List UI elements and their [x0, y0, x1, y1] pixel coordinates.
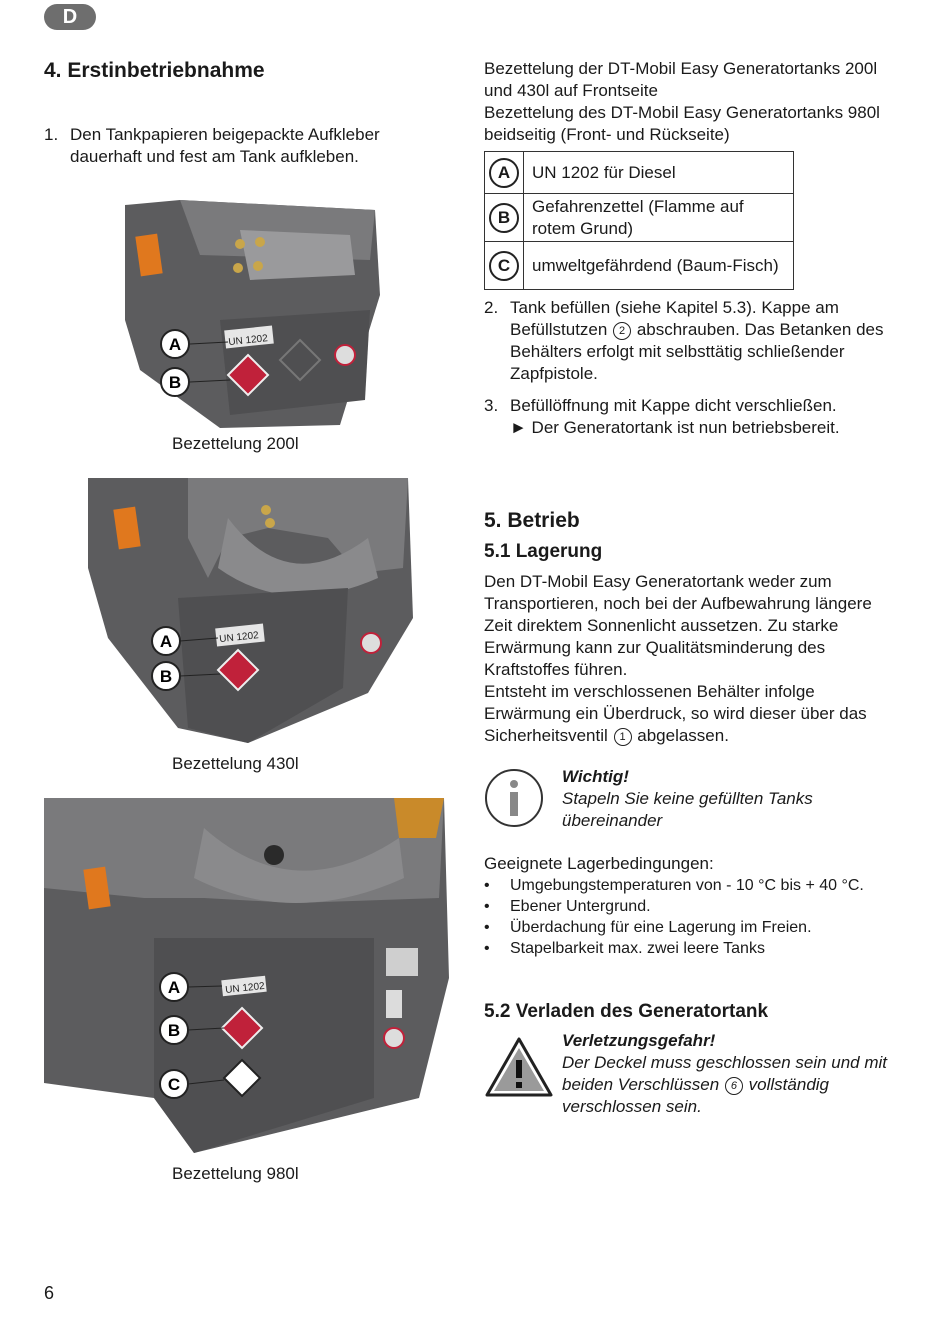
figure-3-marker-a: A — [168, 978, 180, 997]
figure-2-marker-b: B — [160, 667, 172, 686]
steps-2-3: 2. Tank befüllen (siehe Kapitel 5.3). Ka… — [484, 297, 899, 439]
figure-2-caption: Bezettelung 430l — [172, 754, 299, 773]
figure-2-marker-a: A — [160, 632, 172, 651]
ref-circled-1: 1 — [613, 728, 632, 746]
warning-icon — [485, 1037, 553, 1097]
figure-1-caption: Bezettelung 200l — [172, 434, 299, 453]
list-item: Überdachung für eine Lagerung im Freien. — [484, 917, 904, 938]
ref-circled-2: 2 — [613, 322, 632, 340]
step-2-text-b: abschrauben. Das Betanken des Behälters … — [510, 320, 884, 383]
step-3-text: Befüllöffnung mit Kappe dicht verschließ… — [510, 396, 837, 415]
storage-paragraphs: Den DT-Mobil Easy Generatortank weder zu… — [484, 571, 904, 747]
storage-paragraph-2-a: Entsteht im verschlossenen Behälter info… — [484, 682, 867, 745]
language-badge: D — [44, 4, 96, 30]
storage-conditions-list: Umgebungstemperaturen von - 10 °C bis + … — [484, 875, 904, 959]
warning-note-text-a: Der Deckel muss geschlossen sein und mit… — [562, 1053, 888, 1094]
page-number: 6 — [44, 1283, 55, 1303]
list-item: Ebener Untergrund. — [484, 896, 904, 917]
figure-3-marker-c: C — [168, 1075, 180, 1094]
figure-1-marker-b: B — [169, 373, 181, 392]
label-description: umweltgefährdend (Baum-Fisch) — [523, 241, 794, 290]
figure-1-marker-a: A — [169, 335, 181, 354]
tank-200l-figure: UN 1202 A B — [125, 200, 380, 428]
label-row: C umweltgefährdend (Baum-Fisch) — [484, 241, 794, 290]
step-1-text: Den Tankpapieren beigepackte Aufkleber d… — [70, 125, 380, 166]
info-note-title: Wichtig! — [562, 767, 629, 786]
warning-note-title: Verletzungsgefahr! — [562, 1031, 716, 1050]
label-letter: B — [489, 202, 519, 233]
label-row: B Gefahrenzettel (Flamme auf rotem Grund… — [484, 193, 794, 242]
step-3-number: 3. — [484, 396, 499, 415]
step-2-text-a: Tank befüllen (siehe Kapitel 5.3). Kappe… — [510, 298, 839, 339]
section-5-1-heading: 5.1 Lagerung — [484, 541, 603, 562]
info-note: Wichtig! Stapeln Sie keine gefüllten Tan… — [562, 766, 892, 832]
labeling-intro-line-2: Bezettelung des DT-Mobil Easy Generatort… — [484, 103, 880, 144]
figure-3-caption: Bezettelung 980l — [172, 1164, 299, 1183]
step-1: 1. Den Tankpapieren beigepackte Aufkleber… — [44, 124, 444, 168]
tank-430l-figure: UN 1202 A B — [88, 478, 413, 743]
warning-note-text: Der Deckel muss geschlossen sein und mit… — [562, 1052, 892, 1118]
figure-2-plate: UN 1202 — [219, 630, 260, 645]
labeling-intro-line-1: Bezettelung der DT-Mobil Easy Generatort… — [484, 59, 878, 100]
step-3: 3. Befüllöffnung mit Kappe dicht verschl… — [484, 395, 899, 439]
storage-paragraph-2-b: abgelassen. — [637, 726, 729, 745]
tank-980l-figure: UN 1202 A B C — [44, 798, 449, 1153]
label-description: Gefahrenzettel (Flamme auf rotem Grund) — [523, 193, 794, 242]
step-3-result: ► Der Generatortank ist nun betriebsbere… — [510, 418, 840, 437]
section-5-heading: 5. Betrieb — [484, 509, 580, 532]
labeling-intro: Bezettelung der DT-Mobil Easy Generatort… — [484, 58, 904, 146]
warning-note: Verletzungsgefahr! Der Deckel muss gesch… — [562, 1030, 892, 1118]
section-4-heading: 4. Erstinbetriebnahme — [44, 59, 265, 82]
label-description: UN 1202 für Diesel — [523, 151, 794, 194]
label-row: A UN 1202 für Diesel — [484, 151, 794, 194]
storage-conditions: Geeignete Lagerbedingungen: Umgebungstem… — [484, 853, 904, 959]
step-1-number: 1. — [44, 125, 59, 144]
list-item: Stapelbarkeit max. zwei leere Tanks — [484, 938, 904, 959]
figure-1-plate: UN 1202 — [228, 333, 269, 348]
list-item: Umgebungstemperaturen von - 10 °C bis + … — [484, 875, 904, 896]
storage-paragraph-2: Entsteht im verschlossenen Behälter info… — [484, 681, 904, 747]
storage-conditions-intro: Geeignete Lagerbedingungen: — [484, 854, 714, 873]
storage-paragraph-1: Den DT-Mobil Easy Generatortank weder zu… — [484, 572, 872, 679]
step-2: 2. Tank befüllen (siehe Kapitel 5.3). Ka… — [484, 297, 899, 385]
info-icon — [485, 769, 543, 827]
label-table: A UN 1202 für Diesel B Gefahrenzettel (F… — [484, 151, 794, 290]
label-letter: A — [489, 157, 519, 188]
section-5-2-heading: 5.2 Verladen des Generatortank — [484, 1001, 769, 1022]
figure-3-marker-b: B — [168, 1021, 180, 1040]
warning-note-text-b: vollständig verschlossen sein. — [562, 1075, 829, 1116]
figure-3-plate: UN 1202 — [225, 981, 266, 996]
step-2-number: 2. — [484, 298, 499, 317]
ref-circled-6: 6 — [724, 1077, 743, 1095]
label-letter: C — [489, 250, 519, 281]
info-note-text: Stapeln Sie keine gefüllten Tanks überei… — [562, 789, 813, 830]
